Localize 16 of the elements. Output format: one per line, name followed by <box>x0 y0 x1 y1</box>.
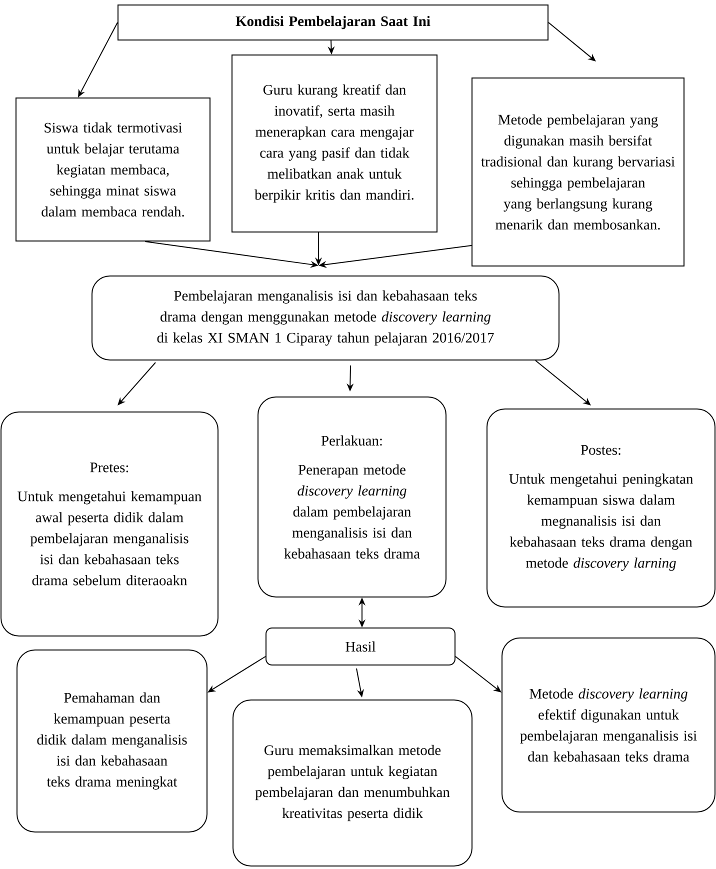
text-box: Guru kurang kreatif dan inovatif, serta masih menerapkan cara mengajar cara yang pasif dan tidak melibatkan anak untuk berpikir kritis dan mandiri. <box>232 54 438 232</box>
rounded-box: Metode discovery learning efektif digunakan untuk pembelajaran menganalisis isi dan kebahasaan teks drama <box>502 638 716 812</box>
rounded-box: Guru memaksimalkan metode pembelajaran untuk kegiatan pembelajaran dan menumbuhkan kreativitas peserta didik <box>232 700 472 866</box>
text-box: Siswa tidak termotivasi untuk belajar terutama kegiatan membaca, sehingga minat siswa dalam membaca rendah. <box>16 98 210 242</box>
arrow <box>455 656 502 692</box>
rounded-box: Postes: Untuk mengetahui peningkatan kemampuan siswa dalam megnanalisis isi dan kebahasaan teks drama dengan metode discovery larning <box>486 408 716 608</box>
rounded-box: Pemahaman dan kemampuan peserta didik dalam menganalisis isi dan kebahasaan teks drama meningkat <box>16 650 208 832</box>
rounded-box: Hasil <box>266 628 456 666</box>
title-box: Kondisi Pembelajaran Saat Ini <box>118 4 548 40</box>
arrow <box>535 360 591 406</box>
arrow <box>548 22 596 62</box>
rounded-box: Pembelajaran menganalisis isi dan kebahasaan teks drama dengan menggunakan metode discovery learning di kelas XI SMAN 1 Ciparay tahun pelajaran 2016/2017 <box>92 276 560 360</box>
arrow <box>118 362 156 406</box>
rounded-box: Pretes: Untuk mengetahui kemampuan awal peserta didik dalam pembelajaran menganalisis isi dan kebahasaan teks drama sebelum diteraoakn <box>0 412 218 636</box>
rounded-box: Perlakuan: Penerapan metode discovery learning dalam pembelajaran menganalisis isi dan kebahasaan teks drama <box>258 396 446 598</box>
text-box: Metode pembelajaran yang digunakan masih bersifat tradisional dan kurang bervariasi sehingga pembelajaran yang berlangsung kurang menarik dan membosankan. <box>472 78 684 266</box>
